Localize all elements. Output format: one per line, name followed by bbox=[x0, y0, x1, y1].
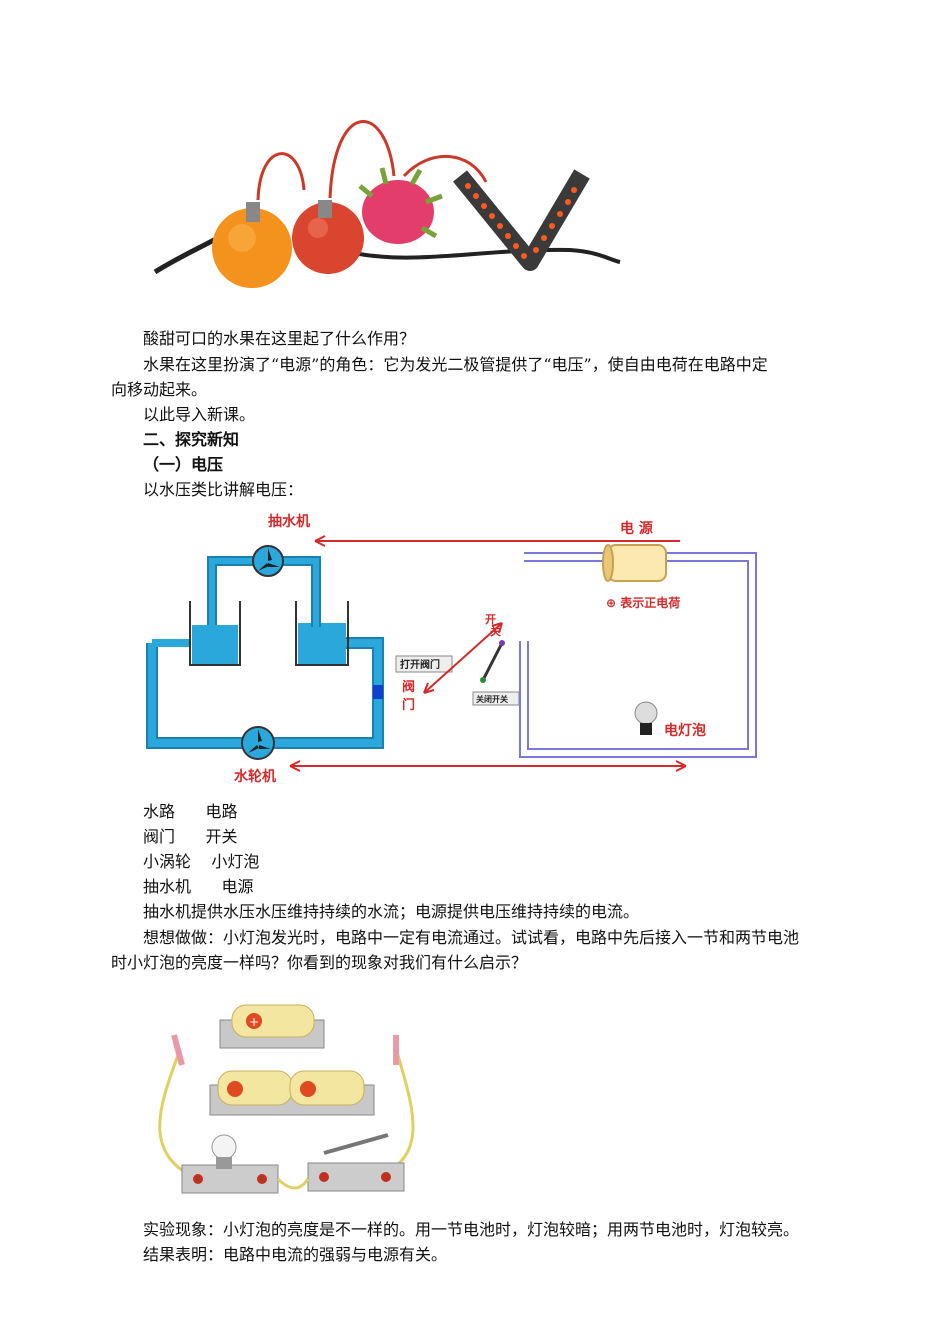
analogy-pair-1: 水路 电路 bbox=[143, 802, 238, 821]
phenomenon-paragraph: 实验现象：小灯泡的亮度是不一样的。用一节电池时，灯泡较暗；用两节电池时，灯泡较亮… bbox=[143, 1220, 800, 1239]
close-switch-label: 关闭开关 bbox=[476, 694, 508, 704]
analogy-pair-3: 小涡轮 小灯泡 bbox=[143, 852, 260, 871]
fruit-battery-image bbox=[153, 120, 621, 288]
water-circuit-analogy-diagram: 抽水机 电 源 开 关 打开阀门 阀 门 关闭开关 ⊕ 表示正电荷 电灯泡 水轮… bbox=[146, 513, 757, 785]
analogy-paragraph: 以水压类比讲解电压： bbox=[143, 480, 304, 499]
think-paragraph-line2: 时小灯泡的亮度一样吗？你看到的现象对我们有什么启示？ bbox=[111, 953, 528, 972]
intro-paragraph: 以此导入新课。 bbox=[143, 405, 256, 424]
switch-label-1: 开 bbox=[485, 613, 496, 626]
battery-experiment-image: + bbox=[158, 1004, 415, 1194]
switch-label-2: 关 bbox=[490, 624, 501, 638]
analogy-pair-2: 阀门 开关 bbox=[143, 827, 238, 846]
section-heading: 二、探究新知 bbox=[143, 430, 240, 449]
pump-paragraph: 抽水机提供水压水压维持持续的水流；电源提供电压维持持续的电流。 bbox=[143, 902, 640, 921]
answer-paragraph-line1: 水果在这里扮演了“电源”的角色：它为发光二极管提供了“电压”，使自由电荷在电路中… bbox=[143, 355, 768, 374]
power-label: 电 源 bbox=[620, 520, 653, 537]
valve-label-2: 门 bbox=[402, 697, 415, 713]
question-paragraph: 酸甜可口的水果在这里起了什么作用？ bbox=[143, 329, 416, 348]
answer-paragraph-line2: 向移动起来。 bbox=[111, 380, 208, 399]
turbine-label: 水轮机 bbox=[234, 768, 276, 785]
analogy-pair-4: 抽水机 电源 bbox=[143, 877, 254, 896]
pump-label: 抽水机 bbox=[268, 513, 310, 530]
valve-label-1: 阀 bbox=[402, 679, 415, 695]
subsection-heading: （一）电压 bbox=[143, 455, 224, 474]
electric-circuit bbox=[519, 552, 757, 758]
water-circuit bbox=[146, 545, 384, 760]
valve-switch-arrow bbox=[423, 622, 503, 694]
think-paragraph-line1: 想想做做：小灯泡发光时，电路中一定有电流通过。试试看，电路中先后接入一节和两节电… bbox=[143, 928, 800, 947]
conclusion-paragraph: 结果表明：电路中电流的强弱与电源有关。 bbox=[143, 1245, 448, 1264]
open-valve-label: 打开阀门 bbox=[400, 658, 440, 671]
bulb-label: 电灯泡 bbox=[664, 722, 706, 739]
svg-text:+: + bbox=[249, 1015, 259, 1029]
positive-charge-label: ⊕ 表示正电荷 bbox=[606, 595, 680, 610]
